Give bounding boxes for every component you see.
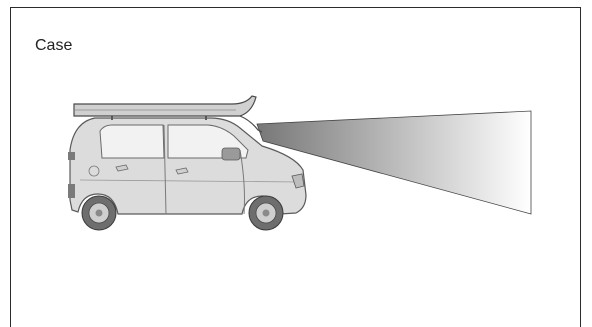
rear-hub xyxy=(96,210,103,217)
rear-lamp-lower xyxy=(68,184,75,198)
rear-lamp-upper xyxy=(68,152,75,160)
front-hub xyxy=(263,210,270,217)
side-mirror xyxy=(222,148,240,160)
rear-window xyxy=(100,125,164,158)
roof-load xyxy=(74,96,256,116)
